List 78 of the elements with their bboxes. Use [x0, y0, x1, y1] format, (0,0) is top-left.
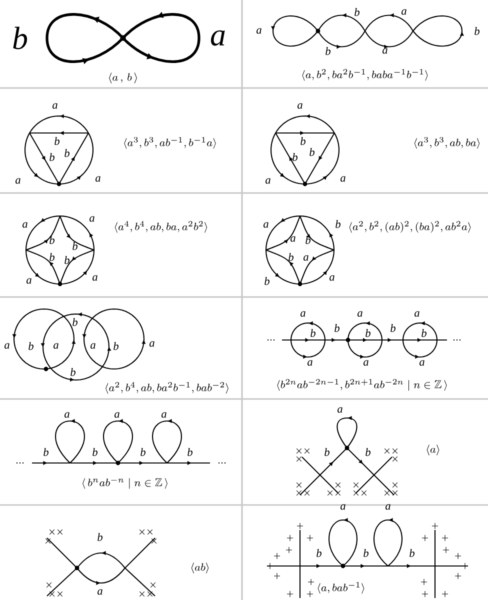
edge-letter: b: [334, 324, 340, 332]
edge-letter: b: [366, 329, 370, 337]
edge-letter: a: [256, 28, 262, 34]
edge-letter: b: [300, 137, 306, 145]
edge-letter: a: [402, 9, 406, 15]
edge-letter: a: [52, 103, 58, 109]
formula: $\langle a\rangle$: [426, 444, 440, 456]
edge-letter: b: [72, 242, 78, 250]
edge-letter: b: [54, 137, 60, 145]
edge-letter: b: [306, 236, 310, 244]
formula: $\langle a, bab^{-1}\rangle$: [318, 582, 364, 594]
edge-letter: a: [90, 216, 94, 222]
edge-letter: a: [386, 504, 390, 510]
edge-letter: a: [298, 103, 302, 109]
edge-letter: a: [338, 407, 342, 413]
edge-letter: b: [474, 27, 480, 35]
edge-letter: a: [304, 255, 308, 261]
edge-letter: b: [98, 533, 102, 541]
formula: $\langle a^3, b^3, ab^{-1}, b^{-1}a\rangle$: [124, 137, 216, 149]
edge-letter: a: [266, 178, 270, 184]
edge-letter: b: [264, 277, 270, 285]
edge-letter: a: [420, 360, 424, 366]
edge-letter: b: [422, 329, 426, 337]
edge-letter: b: [410, 549, 414, 557]
edge-letter: a: [114, 412, 120, 418]
edge-letter: b: [28, 342, 34, 350]
edge-letter: b: [292, 153, 298, 161]
formula: $\langle b^{2n}ab^{-2n-1}, b^{2n+1}ab^{-2n} \mid n\in\mathbb{Z}\,\rangle$: [277, 379, 447, 391]
edge-letter: a: [364, 360, 368, 366]
edge-letter: b: [288, 253, 294, 261]
edge-letter: a: [340, 504, 346, 510]
edge-letter: b: [390, 324, 396, 332]
edge-letter: a: [98, 589, 102, 595]
edge-letter: b: [364, 549, 368, 557]
formula: $\langle a, b^2, ba^2b^{-1}, baba^{-1}b^{-1}\rangle$: [302, 69, 428, 81]
edge-letter: b: [336, 220, 340, 228]
edge-letter: b: [324, 448, 330, 456]
edge-letter: a: [210, 30, 225, 46]
edge-letter: b: [354, 8, 360, 16]
edge-letter: b: [44, 448, 48, 456]
edge-letter: a: [330, 275, 334, 281]
edge-letter: a: [300, 311, 306, 317]
edge-letter: b: [366, 448, 370, 456]
edge-letter: a: [264, 222, 268, 228]
edge-letter: a: [340, 176, 346, 182]
edge-letter: b: [50, 153, 54, 161]
edge-letter: b: [92, 448, 98, 456]
edge-letter: a: [64, 412, 70, 418]
formula: $\langle\, b^nab^{-n} \mid n\in\mathbb{Z}\,\rangle$: [82, 478, 168, 489]
formula: $\langle a^2, b^4, ab, ba^2b^{-1}, bab^{-2}\rangle$: [106, 382, 228, 394]
edge-letter: a: [16, 178, 20, 184]
edge-letter: b: [64, 256, 70, 264]
edge-letter: b: [13, 26, 28, 50]
edge-letter: b: [50, 236, 54, 244]
edge-letter: b: [114, 342, 118, 350]
edge-letter: a: [150, 341, 154, 347]
edge-letter: b: [140, 448, 146, 456]
edge-letter: b: [316, 549, 322, 557]
edge-letter: b: [326, 47, 330, 55]
edge-letter: a: [382, 48, 388, 54]
formula: $\langle a^3, b^3, ab, ba\rangle$: [414, 137, 480, 149]
edge-letter: a: [358, 311, 362, 317]
edge-letter: b: [310, 148, 314, 156]
edge-letter: a: [22, 222, 28, 228]
edge-letter: a: [308, 360, 312, 366]
formula: $\langle ab\rangle$: [191, 562, 209, 574]
formula: $\langle a^2, b^2, (ab)^2, (ba)^2, ab^2a\rangle$: [349, 221, 471, 233]
formula: $\langle a\,,\, b\,\rangle$: [109, 72, 137, 84]
edge-letter: b: [188, 448, 192, 456]
edge-letter: a: [96, 176, 100, 182]
edge-letter: a: [162, 412, 166, 418]
edge-letter: a: [290, 236, 296, 242]
edge-letter: b: [50, 253, 54, 261]
edge-letter: a: [26, 278, 32, 284]
edge-letter: a: [92, 275, 98, 281]
edge-letter: a: [414, 311, 420, 317]
formula: $\langle a^4, b^4, ab, ba, a^2b^2\rangle$: [114, 220, 208, 233]
edge-letter: b: [64, 149, 70, 157]
